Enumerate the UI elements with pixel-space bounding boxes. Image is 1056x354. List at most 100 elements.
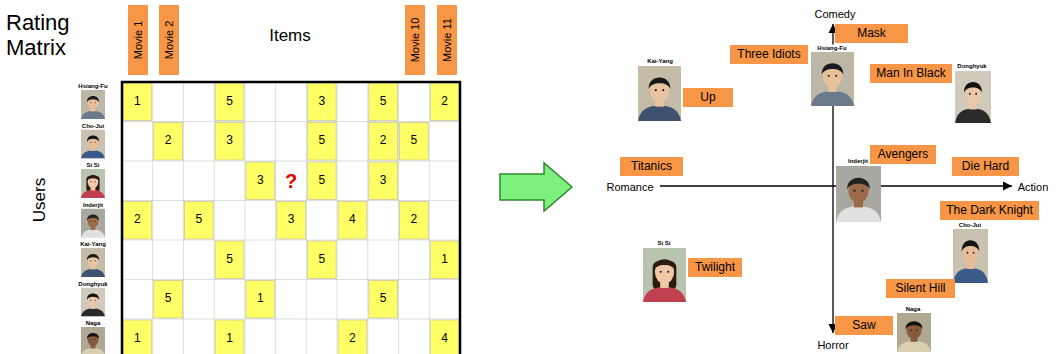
column-title: Movie 11 bbox=[441, 18, 454, 62]
movie-box: Titanics bbox=[620, 157, 683, 176]
user-photo bbox=[955, 71, 991, 123]
user-name: Donghyuk bbox=[78, 280, 107, 287]
rating-value: 3 bbox=[288, 213, 295, 227]
rating-value: 5 bbox=[226, 253, 233, 267]
photo-ground bbox=[897, 313, 931, 352]
photo-body bbox=[953, 268, 988, 283]
grid-line bbox=[398, 82, 399, 354]
rated-cell bbox=[369, 281, 398, 319]
rated-cell bbox=[307, 123, 336, 161]
rated-cell bbox=[184, 202, 213, 240]
grid-line bbox=[122, 121, 460, 122]
grid-line bbox=[429, 82, 430, 354]
axis-label: Action bbox=[1018, 181, 1049, 194]
grid-line bbox=[306, 82, 307, 354]
photo-hair bbox=[847, 178, 870, 190]
rated-cell bbox=[215, 83, 244, 121]
rated-cell bbox=[338, 320, 367, 354]
photo-face bbox=[963, 241, 979, 265]
user-photo bbox=[953, 229, 988, 283]
rated-cell bbox=[307, 241, 336, 279]
rated-cell bbox=[154, 281, 183, 319]
axis-label: Comedy bbox=[815, 8, 856, 21]
rating-value: 5 bbox=[318, 134, 325, 148]
movie-box: Saw bbox=[835, 316, 893, 335]
photo-ground bbox=[81, 209, 105, 238]
photo-ground bbox=[81, 288, 105, 317]
user-name: Hsiang-Fu bbox=[816, 45, 847, 52]
photo-eye bbox=[975, 93, 977, 95]
transform-arrow bbox=[500, 163, 572, 211]
photo-eye bbox=[90, 142, 91, 143]
photo-eye bbox=[655, 89, 657, 91]
user-photo bbox=[897, 313, 931, 352]
rating-value: 2 bbox=[349, 332, 356, 346]
photo-ground bbox=[955, 71, 991, 123]
photo-face bbox=[88, 175, 99, 188]
rated-cell bbox=[307, 83, 336, 121]
column-header: Movie 1 bbox=[128, 5, 148, 75]
rating-value: 5 bbox=[195, 213, 202, 227]
photo-body bbox=[81, 229, 105, 237]
rating-value: 5 bbox=[380, 292, 387, 306]
photo-ground bbox=[811, 52, 854, 106]
axis-label: Horror bbox=[817, 339, 848, 352]
movie-box: Mask bbox=[835, 24, 908, 43]
photo-body bbox=[81, 111, 105, 119]
rating-value: 5 bbox=[165, 292, 172, 306]
movie-box: Three Idiots bbox=[730, 45, 808, 64]
photo-hair bbox=[87, 136, 99, 142]
photo-eye bbox=[910, 329, 912, 331]
grid-line bbox=[367, 82, 368, 354]
rating-value: 2 bbox=[411, 213, 418, 227]
photo-eye bbox=[973, 252, 975, 254]
user-name: Kai-Yang bbox=[646, 58, 674, 65]
movie-box: Silent Hill bbox=[886, 279, 955, 298]
rated-cell bbox=[123, 202, 152, 240]
rated-cell bbox=[400, 123, 429, 161]
photo-hair bbox=[87, 215, 99, 221]
photo-eye bbox=[828, 75, 830, 77]
rated-cell bbox=[154, 123, 183, 161]
movie-title: Up bbox=[700, 90, 715, 104]
photo-body bbox=[836, 206, 881, 222]
user-name: Si Si bbox=[656, 240, 671, 247]
movie-box: The Dark Knight bbox=[940, 201, 1039, 220]
rated-cell bbox=[338, 202, 367, 240]
grid-line bbox=[122, 200, 460, 201]
photo-body bbox=[811, 91, 854, 106]
rated-cell bbox=[369, 162, 398, 200]
photo-hair bbox=[654, 259, 676, 270]
photo-hair bbox=[822, 63, 844, 74]
photo-face bbox=[88, 294, 99, 307]
rated-cell bbox=[123, 83, 152, 121]
photo-ground bbox=[81, 327, 105, 354]
photo-face bbox=[965, 82, 981, 105]
matrix-title: Rating Matrix bbox=[6, 10, 118, 60]
photo-eye bbox=[967, 252, 969, 254]
rating-value: 1 bbox=[441, 253, 448, 267]
user-name: Cho-Jui bbox=[958, 222, 982, 229]
user-photo bbox=[811, 52, 854, 106]
rating-value: 2 bbox=[441, 95, 448, 109]
user-photos bbox=[81, 52, 991, 354]
photo-ground bbox=[81, 169, 105, 198]
rated-cell bbox=[246, 162, 275, 200]
user-name: Si Si bbox=[86, 162, 99, 169]
photo-hair bbox=[87, 254, 99, 260]
rating-value: 1 bbox=[134, 95, 141, 109]
photo-body bbox=[81, 190, 105, 198]
movie-title: Titanics bbox=[631, 159, 672, 173]
user-name: Kai-Yang bbox=[80, 241, 106, 248]
column-header: Movie 2 bbox=[159, 5, 179, 75]
rated-cell bbox=[215, 320, 244, 354]
column-title: Movie 1 bbox=[132, 21, 145, 60]
photo-face bbox=[88, 136, 99, 149]
grid-line bbox=[122, 319, 460, 320]
grid-line bbox=[152, 82, 153, 354]
user-name: Donghyuk bbox=[956, 63, 987, 70]
movie-title: Saw bbox=[852, 318, 875, 332]
photo-eye bbox=[916, 329, 918, 331]
photo-face bbox=[88, 333, 99, 346]
photo-ground bbox=[638, 66, 681, 121]
